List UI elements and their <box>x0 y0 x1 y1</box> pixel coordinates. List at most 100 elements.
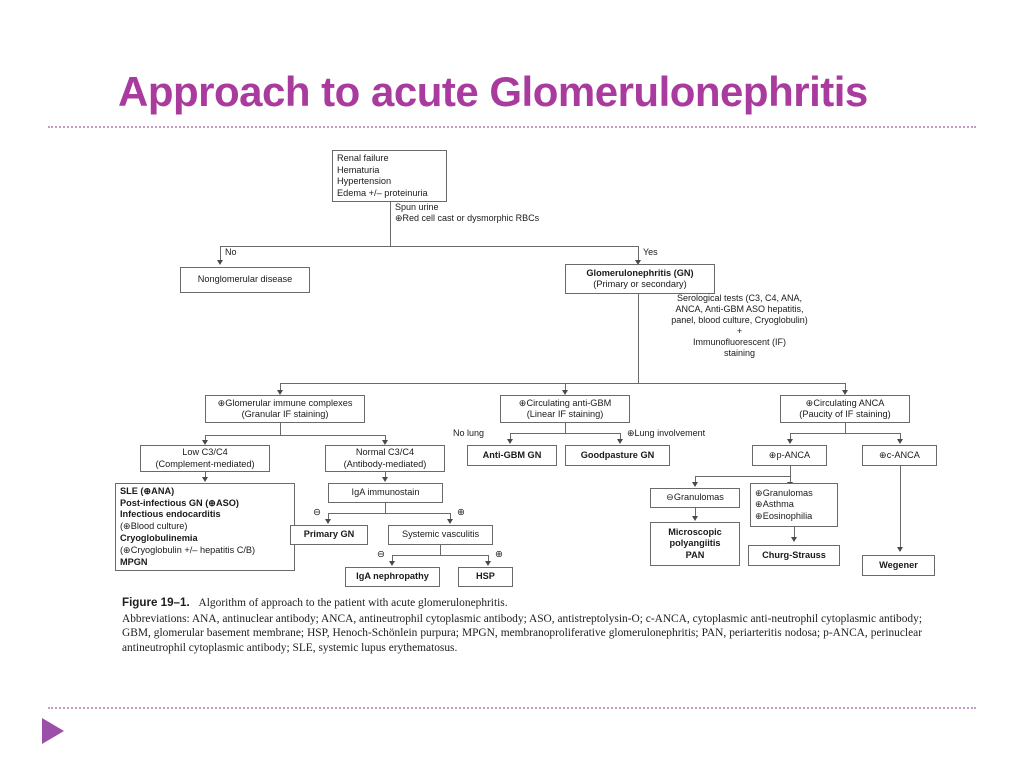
spun-urine-line-1: Spun urine <box>395 202 439 212</box>
iga-nephropathy-label: IgA nephropathy <box>356 571 429 582</box>
serology-line-2: ANCA, Anti-GBM ASO hepatitis, <box>675 304 804 314</box>
figure-abbreviations: Abbreviations: ANA, antinuclear antibody… <box>122 612 922 654</box>
connector-iga-hsp-bar <box>392 555 488 556</box>
low-c3c4-title: Low C3/C4 <box>182 447 228 457</box>
arrow-systemic-vasculitis <box>447 519 453 524</box>
complement-line-6: MPGN <box>120 556 148 567</box>
p-anca-box: ⊕p-ANCA <box>752 445 827 466</box>
connector-anca-drop <box>845 383 846 393</box>
no-granulomas-box: ⊖Granulomas <box>650 488 740 508</box>
connector-no-drop <box>220 246 221 262</box>
arrow-no-granulomas <box>692 482 698 487</box>
microscopic-line-2: PAN <box>685 549 705 560</box>
connector-normalc3-to-iga <box>385 472 386 480</box>
arrow-no <box>217 260 223 265</box>
arrow-anti-gbm <box>562 390 568 395</box>
connector-iganeph-drop <box>392 555 393 564</box>
connector-granuloma-bar <box>695 476 790 477</box>
lung-involvement-label: ⊕Lung involvement <box>627 428 706 438</box>
immune-complexes-box: ⊕Glomerular immune complexes (Granular I… <box>205 395 365 423</box>
arrow-hsp <box>485 561 491 566</box>
spun-urine-note: Spun urine ⊕Red cell cast or dysmorphic … <box>395 202 625 224</box>
connector-gbm-bar <box>510 433 620 434</box>
p-anca-label: ⊕p-ANCA <box>768 449 811 460</box>
vasculitis-plus-symbol: ⊕ <box>495 549 503 560</box>
microscopic-line-0: Microscopic <box>668 526 722 537</box>
connector-nogranuloma-drop <box>695 476 696 485</box>
connector-ic-stem <box>280 423 281 435</box>
arrow-low-c3c4 <box>202 440 208 445</box>
anti-gbm-gn-label: Anti-GBM GN <box>482 449 542 460</box>
connector-hsp-drop <box>488 555 489 564</box>
no-lung-label: No lung <box>453 428 485 438</box>
complement-line-4: Cryoglobulinemia <box>120 532 198 543</box>
circulating-anti-gbm-box: ⊕Circulating anti-GBM (Linear IF stainin… <box>500 395 630 423</box>
iga-minus-symbol: ⊖ <box>313 507 321 518</box>
microscopic-polyangiitis-box: Microscopic polyangiitis PAN <box>650 522 740 566</box>
granulomas-line-0: ⊕Granulomas <box>755 487 813 498</box>
connector-serology-stem <box>638 294 639 383</box>
connector-primarygn-drop <box>328 513 329 522</box>
normal-c3-c4-box: Normal C3/C4 (Antibody-mediated) <box>325 445 445 472</box>
arrow-primary-gn <box>325 519 331 524</box>
connector-split-top <box>220 246 638 247</box>
spun-urine-line-2: ⊕Red cell cast or dysmorphic RBCs <box>395 213 540 223</box>
goodpasture-gn-label: Goodpasture GN <box>580 449 655 460</box>
low-c3-c4-box: Low C3/C4 (Complement-mediated) <box>140 445 270 472</box>
connector-anca-bar <box>790 433 900 434</box>
granulomas-line-2: ⊕Eosinophilia <box>755 510 813 521</box>
connector-wegener-stem <box>900 466 901 550</box>
connector-lowc3-drop <box>205 435 206 443</box>
serology-note: Serological tests (C3, C4, ANA, ANCA, An… <box>642 293 837 359</box>
connector-anca-stem <box>845 423 846 433</box>
complement-line-3: (⊕Blood culture) <box>120 521 188 532</box>
vasculitis-minus-symbol: ⊖ <box>377 549 385 560</box>
arrow-c-anca <box>897 439 903 444</box>
connector-micro-stem <box>695 508 696 519</box>
figure-caption-title: Algorithm of approach to the patient wit… <box>198 597 508 609</box>
systemic-vasculitis-box: Systemic vasculitis <box>388 525 493 545</box>
connector-panca-stem <box>790 466 791 476</box>
play-triangle-icon[interactable] <box>42 718 64 744</box>
connector-yes-drop <box>638 246 639 262</box>
serology-line-4: + <box>736 326 743 336</box>
churg-strauss-box: Churg-Strauss <box>748 545 840 566</box>
connector-churg-stem <box>794 527 795 540</box>
anti-gbm-title: ⊕Circulating anti-GBM <box>518 397 612 408</box>
immune-complexes-title: ⊕Glomerular immune complexes <box>217 397 353 408</box>
iga-nephropathy-box: IgA nephropathy <box>345 567 440 587</box>
connector-vasculitis-drop <box>450 513 451 522</box>
figure-caption: Figure 19–1. Algorithm of approach to th… <box>122 596 922 655</box>
anti-gbm-gn-box: Anti-GBM GN <box>467 445 557 466</box>
microscopic-line-1: polyangiitis <box>669 538 721 549</box>
complement-mediated-list-box: SLE (⊕ANA) Post-infectious GN (⊕ASO) Inf… <box>115 483 295 571</box>
gn-title: Glomerulonephritis (GN) <box>586 267 694 278</box>
nonglomerular-disease-box: Nonglomerular disease <box>180 267 310 293</box>
arrow-iga-nephropathy <box>389 561 395 566</box>
normal-c3c4-subtitle: (Antibody-mediated) <box>343 458 427 469</box>
connector-ic-drop <box>280 383 281 393</box>
arrow-microscopic-polyangiitis <box>692 516 698 521</box>
branch-label-yes: Yes <box>643 247 658 257</box>
nonglomerular-label: Nonglomerular disease <box>197 274 293 285</box>
title-divider <box>48 126 976 128</box>
complement-line-2: Infectious endocarditis <box>120 509 221 520</box>
arrow-complement-list <box>202 477 208 482</box>
page-title: Approach to acute Glomerulonephritis <box>118 68 868 115</box>
glomerulonephritis-box: Glomerulonephritis (GN) (Primary or seco… <box>565 264 715 294</box>
anti-gbm-subtitle: (Linear IF staining) <box>526 409 604 419</box>
iga-immunostain-box: IgA immunostain <box>328 483 443 503</box>
primary-gn-label: Primary GN <box>303 529 355 540</box>
hsp-box: HSP <box>458 567 513 587</box>
connector-canca-drop <box>900 433 901 442</box>
wegener-box: Wegener <box>862 555 935 576</box>
connector-gbm-stem <box>565 423 566 433</box>
serology-line-1: Serological tests (C3, C4, ANA, <box>676 293 803 303</box>
flowchart-figure: Renal failure Hematuria Hypertension Ede… <box>110 140 937 695</box>
presentation-line-3: Edema +/– proteinuria <box>337 187 428 198</box>
no-granulomas-label: ⊖Granulomas <box>666 492 724 503</box>
connector-goodpasture-drop <box>620 433 621 442</box>
connector-vasculitis-stem <box>440 545 441 555</box>
low-c3c4-subtitle: (Complement-mediated) <box>155 458 255 469</box>
serology-line-5: Immunofluorescent (IF) <box>692 337 787 347</box>
